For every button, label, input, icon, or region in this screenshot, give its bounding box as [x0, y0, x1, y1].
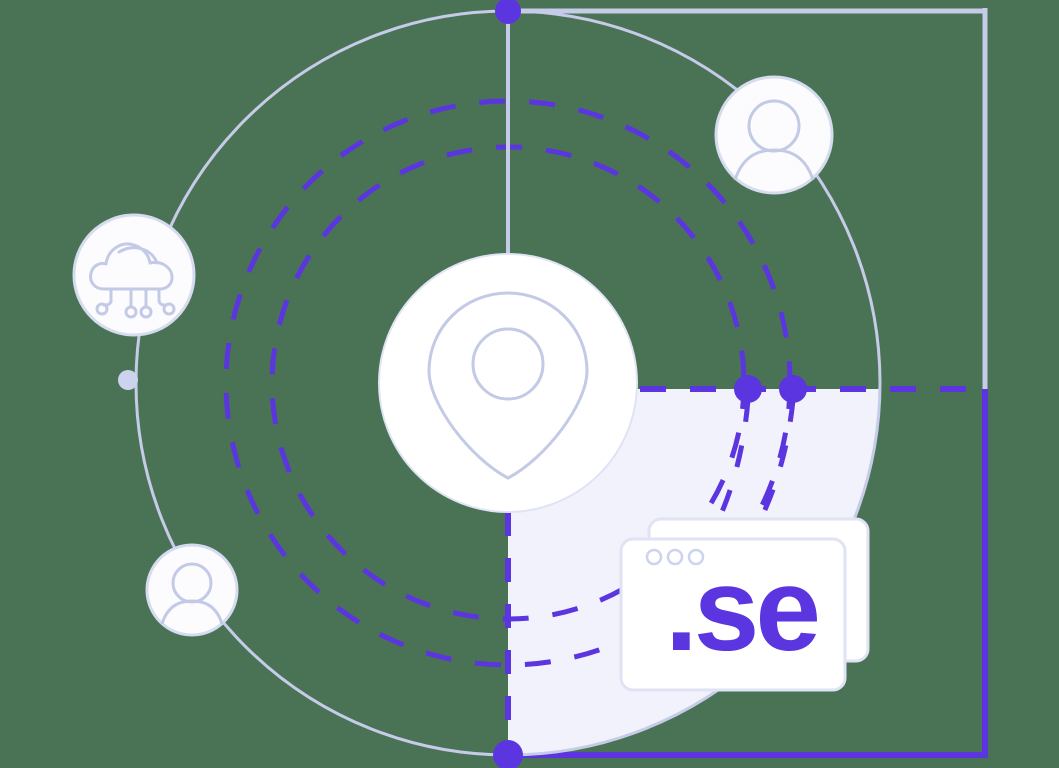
cloud-network-icon — [89, 242, 176, 319]
browser-front-frame — [619, 537, 847, 692]
node-bottom[interactable] — [493, 740, 523, 768]
user-bottom-badge-circle — [145, 543, 239, 637]
browser-dot-1-icon[interactable] — [645, 548, 663, 566]
badge-user-bottom[interactable] — [145, 543, 239, 637]
browser-window-front[interactable] — [619, 537, 847, 692]
user-avatar-icon — [160, 562, 224, 625]
badge-user-top[interactable] — [714, 75, 834, 195]
node-top[interactable] — [495, 0, 521, 24]
user-top-badge-circle — [714, 75, 834, 195]
browser-dot-3-icon[interactable] — [687, 548, 705, 566]
browser-dot-2-icon[interactable] — [666, 548, 684, 566]
drop-arc-outer — [688, 399, 796, 617]
domain-label: .se — [665, 544, 817, 676]
node-right-outer[interactable] — [779, 375, 807, 403]
badge-location[interactable] — [378, 253, 638, 513]
user-avatar-icon — [733, 99, 815, 181]
badge-cloud[interactable] — [72, 213, 196, 337]
frame-lines — [505, 8, 988, 758]
map-pin-icon — [427, 291, 589, 480]
node-left-small[interactable] — [118, 370, 138, 390]
node-right-inner[interactable] — [734, 375, 762, 403]
location-badge-circle — [378, 253, 638, 513]
